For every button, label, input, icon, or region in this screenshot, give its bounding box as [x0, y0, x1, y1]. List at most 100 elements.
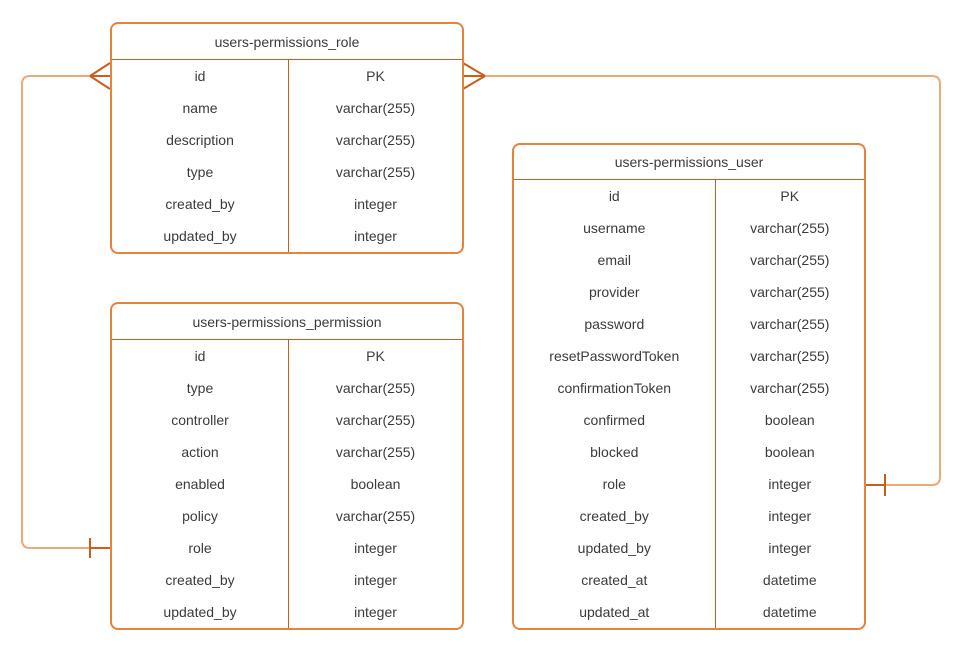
field-name-cell: role	[188, 540, 212, 556]
table-row: created_by integer	[514, 500, 864, 532]
field-name-cell: updated_by	[577, 540, 651, 556]
field-type-cell: datetime	[714, 596, 864, 628]
field-type-cell: boolean	[714, 404, 864, 436]
field-name-cell: created_by	[579, 508, 649, 524]
table-row: updated_at datetime	[514, 596, 864, 628]
table-row: updated_by integer	[112, 596, 462, 628]
field-name-cell: updated_at	[579, 604, 650, 620]
table-row: role integer	[112, 532, 462, 564]
field-type-cell: integer	[288, 532, 462, 564]
entity-table-users-permissions-user[interactable]: users-permissions_user id PK username va…	[512, 143, 866, 630]
field-name-cell: id	[194, 348, 206, 364]
field-type-cell: varchar(255)	[288, 500, 462, 532]
one-tick-icon	[89, 538, 110, 558]
crow-foot-many-icon	[89, 62, 111, 90]
table-row: updated_by integer	[112, 220, 462, 252]
table-row: created_by integer	[112, 564, 462, 596]
relation-line[interactable]	[21, 75, 110, 549]
field-type-cell: varchar(255)	[714, 244, 864, 276]
field-type-cell: varchar(255)	[288, 156, 462, 188]
table-row: password varchar(255)	[514, 308, 864, 340]
table-body: id PK type varchar(255) controller varch…	[112, 340, 462, 628]
field-type-cell: boolean	[288, 468, 462, 500]
field-type-cell: integer	[288, 596, 462, 628]
field-name-cell: description	[166, 132, 234, 148]
field-type-cell: PK	[714, 180, 864, 212]
field-type-cell: varchar(255)	[714, 212, 864, 244]
table-row: email varchar(255)	[514, 244, 864, 276]
entity-table-users-permissions-permission[interactable]: users-permissions_permission id PK type …	[110, 302, 464, 630]
field-type-cell: varchar(255)	[288, 372, 462, 404]
table-row: type varchar(255)	[112, 372, 462, 404]
table-row: provider varchar(255)	[514, 276, 864, 308]
field-type-cell: PK	[288, 60, 462, 92]
table-title: users-permissions_permission	[112, 304, 462, 340]
field-name-cell: action	[181, 444, 219, 460]
field-type-cell: varchar(255)	[288, 436, 462, 468]
table-row: created_by integer	[112, 188, 462, 220]
table-title: users-permissions_role	[112, 24, 462, 60]
table-row: type varchar(255)	[112, 156, 462, 188]
field-type-cell: boolean	[714, 436, 864, 468]
table-row: action varchar(255)	[112, 436, 462, 468]
table-row: created_at datetime	[514, 564, 864, 596]
field-name-cell: provider	[588, 284, 640, 300]
field-type-cell: varchar(255)	[714, 276, 864, 308]
crow-foot-many-icon	[462, 62, 486, 90]
table-row: confirmationToken varchar(255)	[514, 372, 864, 404]
field-name-cell: type	[186, 380, 214, 396]
field-name-cell: resetPasswordToken	[549, 348, 680, 364]
field-name-cell: type	[186, 164, 214, 180]
field-name-cell: email	[597, 252, 631, 268]
table-row: updated_by integer	[514, 532, 864, 564]
table-row: controller varchar(255)	[112, 404, 462, 436]
field-name-cell: confirmed	[583, 412, 645, 428]
one-tick-icon	[866, 474, 886, 496]
field-name-cell: username	[583, 220, 646, 236]
table-row: resetPasswordToken varchar(255)	[514, 340, 864, 372]
field-name-cell: id	[608, 188, 620, 204]
field-name-cell: blocked	[590, 444, 639, 460]
field-name-cell: confirmationToken	[557, 380, 672, 396]
field-type-cell: PK	[288, 340, 462, 372]
field-name-cell: id	[194, 68, 206, 84]
table-row: name varchar(255)	[112, 92, 462, 124]
table-row: id PK	[112, 340, 462, 372]
field-name-cell: created_by	[165, 572, 235, 588]
field-name-cell: updated_by	[163, 604, 237, 620]
field-name-cell: controller	[171, 412, 229, 428]
table-row: blocked boolean	[514, 436, 864, 468]
table-row: id PK	[514, 180, 864, 212]
field-type-cell: integer	[288, 564, 462, 596]
field-type-cell: integer	[714, 532, 864, 564]
field-type-cell: varchar(255)	[288, 404, 462, 436]
field-type-cell: datetime	[714, 564, 864, 596]
field-name-cell: updated_by	[163, 228, 237, 244]
relation-role-to-user[interactable]	[462, 62, 941, 496]
field-type-cell: integer	[714, 500, 864, 532]
field-type-cell: varchar(255)	[714, 308, 864, 340]
table-row: id PK	[112, 60, 462, 92]
field-name-cell: enabled	[175, 476, 225, 492]
table-row: description varchar(255)	[112, 124, 462, 156]
relation-line[interactable]	[463, 75, 941, 486]
field-name-cell: policy	[182, 508, 218, 524]
table-row: enabled boolean	[112, 468, 462, 500]
table-title: users-permissions_user	[514, 145, 864, 180]
table-row: policy varchar(255)	[112, 500, 462, 532]
field-type-cell: integer	[714, 468, 864, 500]
field-name-cell: name	[182, 100, 218, 116]
field-type-cell: varchar(255)	[288, 124, 462, 156]
table-row: confirmed boolean	[514, 404, 864, 436]
relation-role-to-permission[interactable]	[21, 62, 111, 558]
field-type-cell: varchar(255)	[288, 92, 462, 124]
table-row: username varchar(255)	[514, 212, 864, 244]
field-name-cell: created_at	[581, 572, 648, 588]
field-type-cell: integer	[288, 220, 462, 252]
entity-table-users-permissions-role[interactable]: users-permissions_role id PK name varcha…	[110, 22, 464, 254]
field-type-cell: integer	[288, 188, 462, 220]
table-body: id PK username varchar(255) email varcha…	[514, 180, 864, 628]
table-row: role integer	[514, 468, 864, 500]
